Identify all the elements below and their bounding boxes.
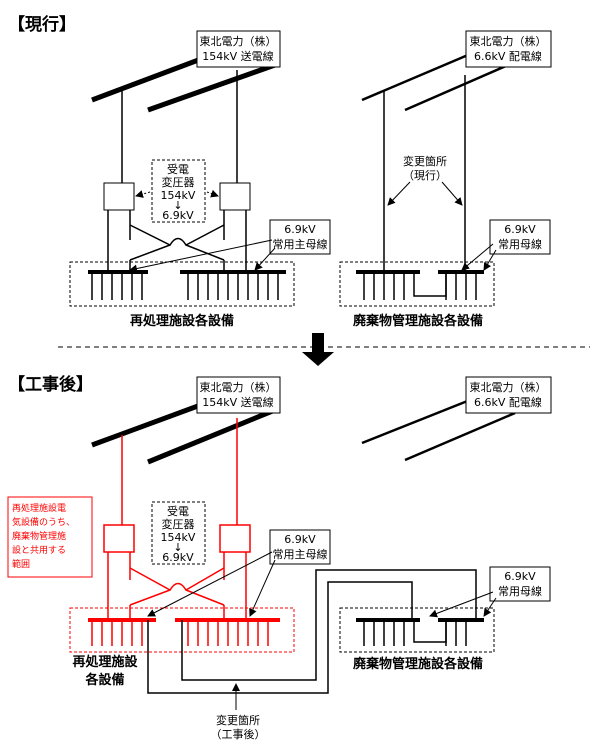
bus-main-arrow-2 — [254, 247, 276, 271]
shared-note-5: 範囲 — [12, 558, 30, 570]
bus-waste-text-2: 常用母線 — [498, 237, 542, 251]
reprocess-label-after-2: 各設備 — [84, 672, 124, 688]
waste-label-before: 廃棄物管理施設各設備 — [352, 313, 483, 329]
tf-label-3: 154kV — [161, 189, 196, 202]
new-connection-2 — [181, 569, 477, 681]
change-point-after-2: （工事後） — [211, 727, 266, 741]
transformer-after-r — [219, 524, 251, 553]
transformer-before-l — [103, 182, 135, 211]
reprocess-label-before: 再処理施設各設備 — [130, 313, 234, 329]
waste-bus-area-before — [339, 261, 495, 307]
tie-before — [413, 272, 447, 297]
shared-note-3: 廃棄物管理施 — [12, 530, 66, 542]
crossover-before-b — [129, 244, 225, 261]
tie-after — [413, 620, 447, 643]
tf-after-5: 6.9kV — [162, 551, 194, 564]
tohoku-154kv-text-2: 154kV 送電線 — [202, 49, 273, 63]
tf-label-4: ↓ — [173, 199, 182, 212]
shared-note-4: 設と共用する — [12, 544, 66, 556]
tohoku-66kv-text-2: 6.6kV 配電線 — [474, 49, 542, 63]
tf-label-2: 変圧器 — [162, 175, 195, 189]
bus-waste-label-box-before — [489, 219, 551, 255]
bus-waste-text-1: 6.9kV — [504, 223, 536, 236]
tohoku-66kv-after-1: 東北電力（株） — [470, 380, 547, 394]
tf-pointer-l — [135, 190, 151, 198]
change-point-before-1: 変更箇所 — [403, 154, 447, 168]
tohoku-66kv-text-1: 東北電力（株） — [470, 34, 547, 48]
line-154kv-before-2 — [147, 62, 276, 113]
feeders-after — [91, 620, 269, 646]
heading-after: 【工事後】 — [8, 374, 93, 395]
new-connection-1 — [147, 581, 413, 694]
bus-main-arrow-1 — [129, 239, 273, 273]
bus-waste-arrow-2 — [483, 249, 497, 271]
tohoku-154kv-text-1: 東北電力（株） — [200, 34, 277, 48]
bus-main-after-arrow-1 — [147, 551, 273, 617]
tf-after-2: 変圧器 — [162, 517, 195, 531]
tohoku-154kv-after-1: 東北電力（株） — [200, 380, 277, 394]
transformer-label-box-before — [151, 159, 206, 223]
tohoku-154kv-after-2: 154kV 送電線 — [202, 395, 273, 409]
waste-bus-area-after — [339, 607, 495, 653]
reprocess-bus-area-before — [69, 261, 295, 307]
tohoku-66kv-box-before — [465, 30, 552, 68]
bus-main-after-1: 6.9kV — [284, 533, 316, 546]
bus-main-text-1: 6.9kV — [284, 223, 316, 236]
line-66kv-after-1 — [361, 396, 476, 445]
bus-waste-after-1: 6.9kV — [504, 570, 536, 583]
bus-main-after-2: 常用主母線 — [273, 547, 328, 561]
bus-main-after-arrow-2 — [249, 559, 276, 617]
shared-note-2: 気設備のうち、 — [12, 516, 75, 528]
crossover-before-a — [129, 224, 225, 246]
reprocess-label-after-1: 再処理施設 — [72, 654, 138, 670]
tf-label-1: 受電 — [167, 163, 189, 176]
line-154kv-after-2 — [147, 407, 276, 465]
line-66kv-before-2 — [404, 60, 516, 112]
bus-waste-label-box-after — [489, 566, 551, 602]
transformer-after-l — [103, 524, 135, 553]
tohoku-66kv-after-2: 6.6kV 配電線 — [474, 395, 542, 409]
line-66kv-before-1 — [361, 50, 476, 102]
transformer-label-box-after — [151, 501, 206, 565]
bus-waste-after-arrow-1 — [429, 591, 494, 618]
bus-waste-after-arrow-2 — [483, 597, 497, 617]
tf-after-1: 受電 — [167, 505, 189, 518]
tf-after-3: 154kV — [161, 531, 196, 544]
change-point-before-2: （現行） — [403, 169, 447, 182]
bus-main-text-2: 常用主母線 — [273, 237, 328, 251]
tohoku-66kv-box-after — [465, 376, 552, 414]
line-66kv-after-2 — [404, 411, 516, 462]
bus-main-label-box-before — [269, 219, 331, 255]
bus-waste-arrow-1 — [461, 243, 494, 271]
feeders-before — [91, 272, 279, 300]
shared-note-1: 再処理施設電 — [12, 502, 66, 514]
heading-before: 【現行】 — [8, 14, 76, 35]
tf-after-4: ↓ — [173, 541, 182, 554]
bus-main-label-box-after — [269, 529, 331, 565]
change-arrow-before-r — [441, 181, 463, 206]
tf-pointer-r — [206, 189, 219, 198]
tf-label-5: 6.9kV — [162, 209, 194, 222]
waste-label-after: 廃棄物管理施設各設備 — [352, 656, 483, 672]
change-arrow-before-l — [387, 181, 411, 206]
tohoku-154kv-box-before — [196, 30, 281, 68]
change-point-after-1: 変更箇所 — [216, 713, 260, 727]
bus-waste-after-2: 常用母線 — [498, 584, 542, 598]
tohoku-154kv-box-after — [196, 376, 281, 414]
transformer-before-r — [219, 182, 251, 211]
shared-range-note — [7, 496, 93, 578]
transition-arrow-icon — [302, 333, 334, 366]
